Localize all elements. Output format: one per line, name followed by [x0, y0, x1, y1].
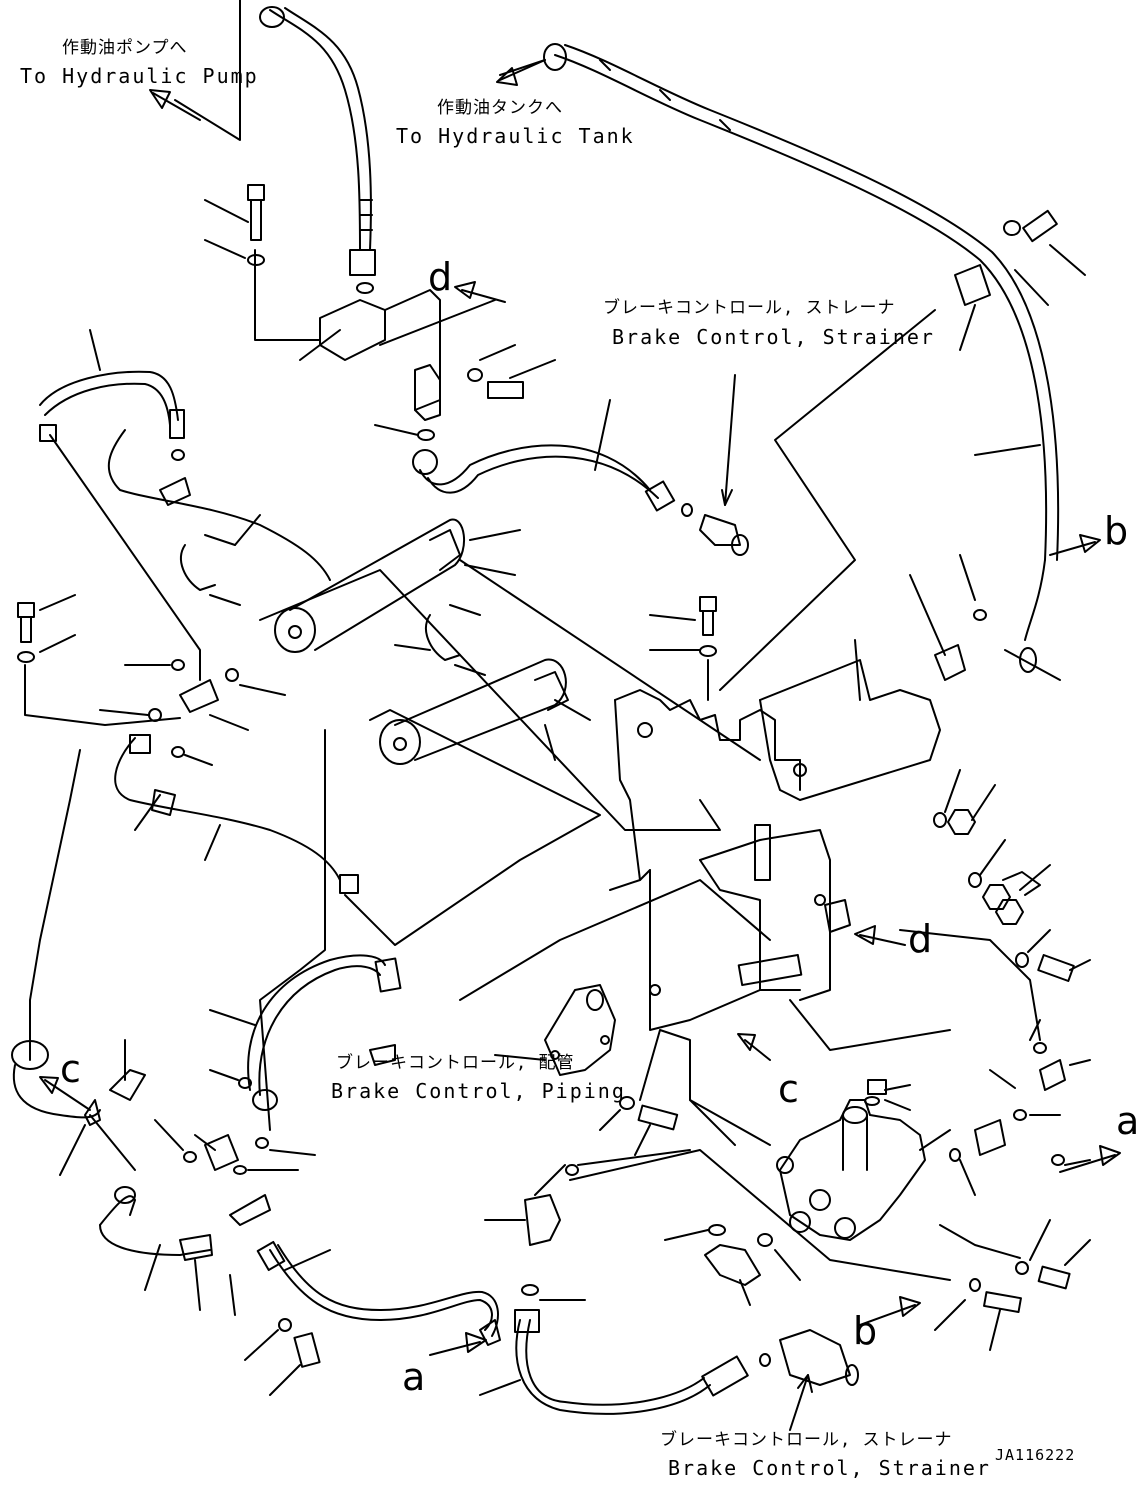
- sensor-left-c: [11, 1039, 146, 1176]
- leader-line-long-13: [569, 1149, 951, 1281]
- bolt-washer-center: [649, 596, 717, 701]
- leader-line-long-7: [29, 749, 81, 1061]
- bolt-washer-tee: [467, 344, 556, 399]
- callout-c-left: c: [60, 1047, 81, 1091]
- hose-left-small: [39, 329, 191, 506]
- callout-d-top: d: [428, 255, 453, 299]
- leader-line-long-11: [639, 1029, 736, 1146]
- leader-line-long-10: [719, 309, 936, 691]
- leader-line-long-3: [259, 729, 326, 1131]
- clamp-lower-middle: [394, 604, 486, 676]
- bolt-washer-right-d: [899, 929, 1091, 1041]
- drawing-code: JA116222: [995, 1446, 1076, 1464]
- tank-label-en: To Hydraulic Tank: [396, 124, 635, 148]
- leader-line-long-2: [24, 664, 181, 726]
- main-bracket: [609, 639, 941, 1031]
- brake-hose-top: [412, 399, 676, 512]
- clamp-upper-left: [180, 514, 261, 606]
- leader-line-long-1: [49, 434, 201, 681]
- strainer-bottom-label-jp: ブレーキコントロール, ストレーナ: [660, 1430, 953, 1450]
- callout-a-right: a: [1116, 1099, 1137, 1143]
- bolt-washer-piping: [599, 1096, 679, 1156]
- leader-line-long-12: [789, 999, 951, 1051]
- bolt-washer-bottom-left: [244, 1318, 321, 1396]
- callout-b-right: b: [1104, 509, 1129, 553]
- leader-line-long-5: [259, 569, 721, 831]
- pump-label-en: To Hydraulic Pump: [20, 64, 259, 88]
- pump-label-bracket: [174, 0, 241, 141]
- bolt-washer-lower-right: [934, 1219, 1091, 1351]
- strainer-top-label-jp: ブレーキコントロール, ストレーナ: [603, 298, 896, 318]
- leader-line-long-8: [459, 879, 771, 1001]
- fitting-left-mid: [99, 659, 286, 731]
- hose-mid-left: [107, 429, 359, 894]
- accumulator-upper: [274, 518, 521, 653]
- tank-label-jp: 作動油タンクへ: [437, 98, 563, 118]
- strainer-bottom: [759, 1329, 859, 1431]
- brake-valve: [689, 1099, 951, 1241]
- piping-label-jp: ブレーキコントロール, 配管: [336, 1053, 575, 1073]
- hose-lower-left: [256, 1240, 501, 1346]
- accumulator-lower: [379, 658, 591, 765]
- callout-a-bottom: a: [402, 1355, 426, 1399]
- leader-line-long-6: [459, 559, 761, 761]
- strainer-bottom-label-en: Brake Control, Strainer: [668, 1456, 991, 1480]
- strainer-top-label-en: Brake Control, Strainer: [612, 325, 935, 349]
- strainer-top: [681, 374, 749, 556]
- flow-arrows: [39, 59, 1121, 1356]
- tee-block: [254, 249, 441, 441]
- leader-line-long-4: [344, 709, 601, 946]
- hose-mid-lower: [154, 954, 402, 1175]
- pump-label-jp: 作動油ポンプへ: [62, 38, 188, 58]
- sensor-lower-left: [99, 1186, 271, 1316]
- callout-b-bottom: b: [853, 1309, 878, 1353]
- pump-hose: [259, 6, 376, 276]
- elbow-fittings-lower: [484, 1149, 801, 1306]
- bolt-washer-top-right: [1003, 209, 1086, 306]
- side-plate: [494, 984, 616, 1076]
- callout-d-right: d: [908, 917, 933, 961]
- nuts-washers-right: [933, 769, 1051, 925]
- fittings-a-right: [864, 1019, 1091, 1196]
- piping-label-en: Brake Control, Piping: [331, 1079, 626, 1103]
- callout-c-center: c: [778, 1067, 799, 1111]
- fitting-b-right: [909, 554, 1061, 681]
- leader-line-long-9: [379, 299, 496, 346]
- bolt-washer-left-mid: [17, 594, 76, 663]
- hose-lower: [479, 1309, 749, 1415]
